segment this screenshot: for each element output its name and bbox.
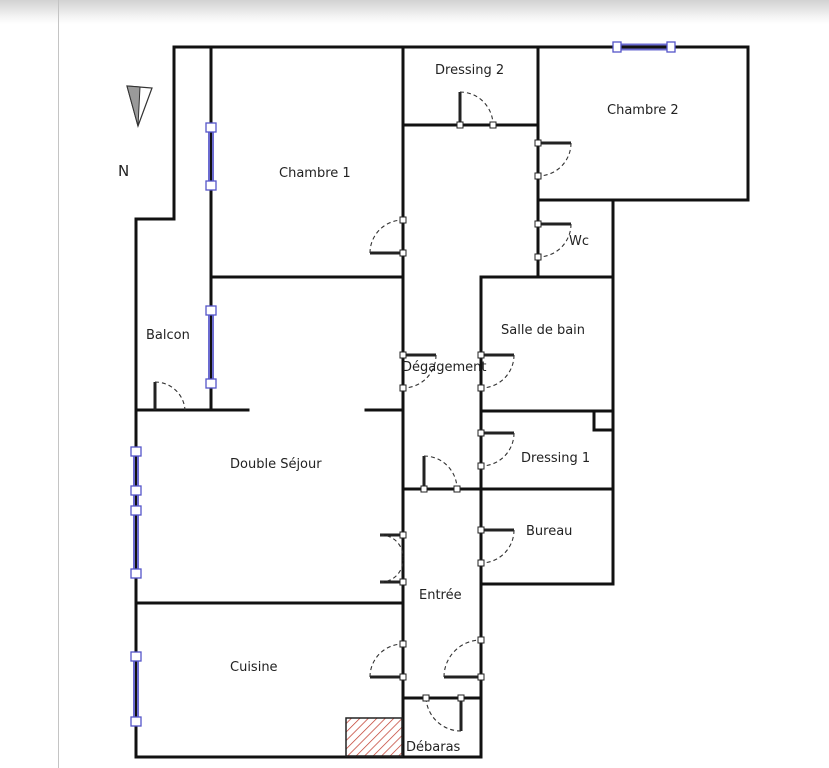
north-label: N	[118, 162, 129, 180]
door-wc	[534, 220, 572, 261]
label-bureau: Bureau	[526, 524, 572, 539]
label-entree: Entrée	[419, 588, 462, 603]
window-cuisine	[130, 651, 142, 727]
door-dressing-2	[456, 91, 497, 129]
label-degagement: Dégagement	[402, 360, 486, 375]
double-door-sejour-entree	[379, 531, 407, 586]
window-top-right	[612, 41, 676, 53]
door-bureau	[477, 526, 515, 567]
outer-walls	[134, 45, 750, 759]
door-chambre-1	[369, 216, 407, 257]
hatched-duct	[345, 717, 403, 757]
label-debaras: Débaras	[406, 740, 461, 755]
door-balcon	[153, 381, 186, 411]
interior-walls	[134, 45, 615, 759]
door-dressing-1	[477, 429, 515, 470]
label-chambre-1: Chambre 1	[279, 166, 351, 181]
door-cuisine	[369, 640, 407, 681]
label-chambre-2: Chambre 2	[607, 103, 679, 118]
window-balcon	[205, 305, 217, 389]
label-dressing-1: Dressing 1	[521, 451, 590, 466]
label-dressing-2: Dressing 2	[435, 63, 504, 78]
page-margin-line	[58, 0, 59, 768]
window-sejour	[130, 446, 142, 579]
door-entree-main	[443, 636, 485, 681]
top-shadow	[0, 0, 829, 24]
north-arrow-icon	[126, 85, 153, 128]
door-sejour-degagement	[420, 455, 461, 493]
door-debaras	[422, 694, 465, 732]
door-degagement	[399, 351, 437, 392]
window-chambre-1	[205, 122, 217, 191]
door-salle-de-bain	[477, 351, 515, 392]
label-double-sejour: Double Séjour	[230, 457, 322, 472]
label-salle-de-bain: Salle de bain	[501, 323, 585, 338]
label-wc: Wc	[569, 234, 589, 249]
door-chambre-2	[534, 139, 572, 180]
label-cuisine: Cuisine	[230, 660, 278, 675]
label-balcon: Balcon	[146, 328, 190, 343]
